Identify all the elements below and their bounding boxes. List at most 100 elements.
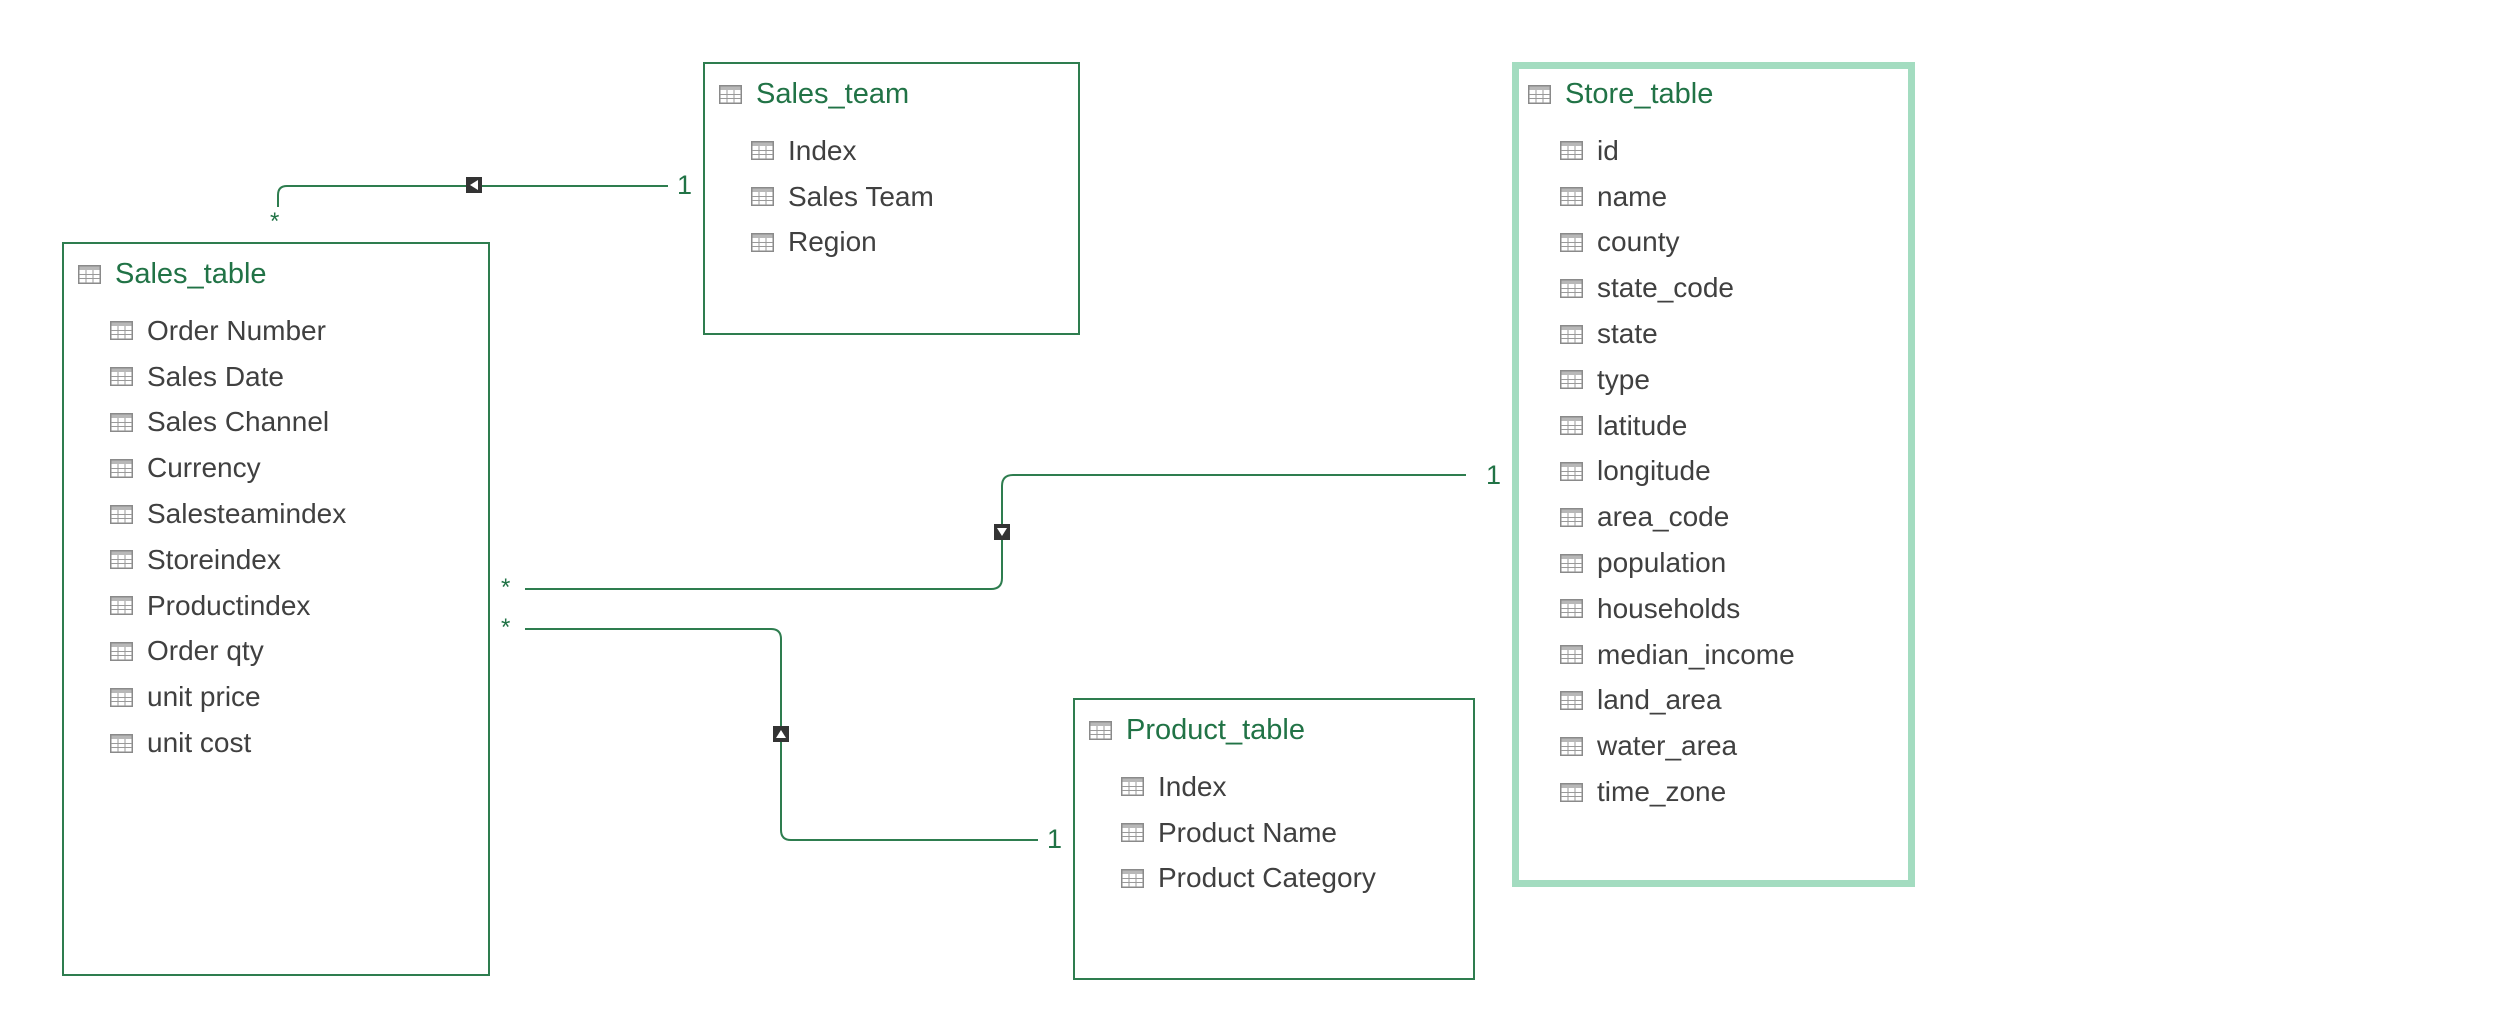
table-grid-icon	[1560, 461, 1583, 481]
field-item[interactable]: type	[1560, 357, 1795, 403]
field-item[interactable]: latitude	[1560, 403, 1795, 449]
field-item[interactable]: Sales Date	[110, 354, 346, 400]
field-name: median_income	[1597, 638, 1795, 670]
field-item[interactable]: longitude	[1560, 449, 1795, 495]
table-grid-icon	[78, 264, 101, 284]
table-title: Store_table	[1565, 77, 1714, 110]
field-name: land_area	[1597, 684, 1722, 716]
table-grid-icon	[110, 733, 133, 753]
field-name: name	[1597, 180, 1668, 212]
table-grid-icon	[1560, 736, 1583, 756]
table-header[interactable]: Product_table	[1089, 712, 1305, 748]
table-header[interactable]: Sales_team	[719, 76, 909, 112]
field-name: state_code	[1597, 272, 1734, 304]
table-header[interactable]: Store_table	[1528, 76, 1713, 112]
table-grid-icon	[110, 596, 133, 616]
field-item[interactable]: unit price	[110, 674, 346, 720]
field-item[interactable]: Index	[751, 128, 934, 174]
field-item[interactable]: Sales Team	[751, 174, 934, 220]
field-item[interactable]: id	[1560, 128, 1795, 174]
field-item[interactable]: state	[1560, 311, 1795, 357]
arrow-down-icon	[994, 524, 1010, 540]
relationship-product-to-sales[interactable]	[525, 628, 1038, 841]
field-item[interactable]: unit cost	[110, 720, 346, 766]
field-item[interactable]: households	[1560, 586, 1795, 632]
field-item[interactable]: Productindex	[110, 583, 346, 629]
field-name: longitude	[1597, 455, 1711, 487]
table-grid-icon	[110, 687, 133, 707]
table-grid-icon	[1560, 324, 1583, 344]
table-header[interactable]: Sales_table	[78, 256, 267, 292]
field-item[interactable]: population	[1560, 540, 1795, 586]
table-grid-icon	[751, 187, 774, 207]
table-grid-icon	[110, 321, 133, 341]
field-name: population	[1597, 547, 1727, 579]
table-title: Product_table	[1126, 713, 1305, 746]
relationship-one-label: 1	[677, 170, 693, 200]
field-item[interactable]: Product Category	[1121, 856, 1376, 902]
field-name: latitude	[1597, 409, 1688, 441]
field-item[interactable]: Region	[751, 220, 934, 266]
field-name: Order Number	[147, 314, 326, 346]
table-grid-icon	[751, 141, 774, 161]
table-grid-icon	[1560, 782, 1583, 802]
field-item[interactable]: time_zone	[1560, 769, 1795, 815]
field-name: Region	[788, 226, 877, 258]
relationship-one-label: 1	[1047, 824, 1063, 854]
table-grid-icon	[110, 641, 133, 661]
field-item[interactable]: Salesteamindex	[110, 491, 346, 537]
field-item[interactable]: Order qty	[110, 629, 346, 675]
field-name: Sales Team	[788, 180, 934, 212]
field-name: county	[1597, 226, 1680, 258]
field-name: Index	[1158, 770, 1227, 802]
table-grid-icon	[110, 367, 133, 387]
table-grid-icon	[1560, 507, 1583, 527]
field-name: Productindex	[147, 589, 311, 621]
field-name: area_code	[1597, 501, 1730, 533]
field-item[interactable]: Index	[1121, 764, 1376, 810]
table-grid-icon	[1560, 599, 1583, 619]
table-grid-icon	[1121, 777, 1144, 797]
relationship-store-to-sales[interactable]	[525, 474, 1466, 590]
table-grid-icon	[110, 412, 133, 432]
field-item[interactable]: median_income	[1560, 632, 1795, 678]
field-item[interactable]: Product Name	[1121, 810, 1376, 856]
field-item[interactable]: water_area	[1560, 723, 1795, 769]
table-grid-icon	[1560, 232, 1583, 252]
table-grid-icon	[1560, 370, 1583, 390]
table-grid-icon	[1560, 645, 1583, 665]
field-item[interactable]: Currency	[110, 445, 346, 491]
relationship-many-label: *	[270, 208, 280, 235]
relationship-sales-team-to-sales[interactable]	[277, 177, 668, 207]
table-grid-icon	[1089, 720, 1112, 740]
field-name: Storeindex	[147, 543, 281, 575]
field-item[interactable]: Order Number	[110, 308, 346, 354]
table-grid-icon	[1560, 553, 1583, 573]
field-item[interactable]: land_area	[1560, 678, 1795, 724]
field-item[interactable]: Sales Channel	[110, 400, 346, 446]
field-item[interactable]: name	[1560, 174, 1795, 220]
table-grid-icon	[1528, 84, 1551, 104]
field-item[interactable]: area_code	[1560, 494, 1795, 540]
field-item[interactable]: county	[1560, 220, 1795, 266]
field-name: Product Name	[1158, 816, 1337, 848]
field-item[interactable]: Storeindex	[110, 537, 346, 583]
field-name: Sales Channel	[147, 406, 330, 438]
table-grid-icon	[1560, 690, 1583, 710]
field-name: Product Category	[1158, 862, 1376, 894]
field-item[interactable]: state_code	[1560, 265, 1795, 311]
relationship-one-label: 1	[1486, 460, 1502, 490]
relationship-line[interactable]	[277, 185, 668, 207]
table-grid-icon	[1121, 823, 1144, 843]
table-grid-icon	[110, 458, 133, 478]
field-name: unit cost	[147, 727, 252, 759]
